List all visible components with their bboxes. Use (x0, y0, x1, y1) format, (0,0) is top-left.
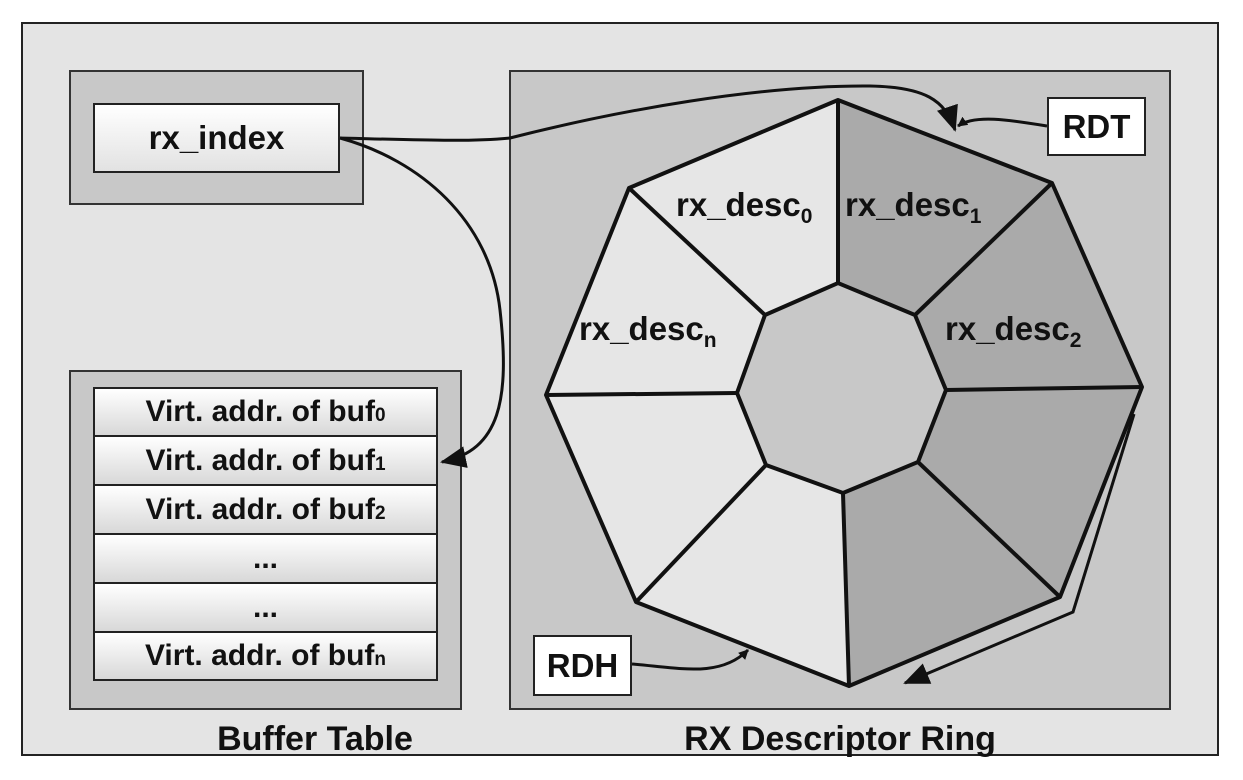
rdh-pointer-arrow (631, 648, 750, 671)
buffer-row-text: ... (252, 541, 278, 575)
buffer-row-sub: 0 (374, 405, 386, 426)
buffer-row-ellipsis-1: ... (93, 534, 438, 583)
spoke (627, 186, 767, 317)
segment-desc-5 (636, 465, 849, 686)
buffer-row-sub: n (374, 649, 387, 670)
ring-spokes (545, 100, 1143, 687)
desc-label-0: rx_desc0 (676, 186, 812, 228)
buffer-table-caption: Buffer Table (217, 720, 413, 758)
rx-index-box: rx_index (93, 103, 340, 173)
buffer-row-sub: 2 (374, 502, 386, 524)
buffer-row-text: Virt. addr. of buf (145, 443, 375, 477)
rdh-label-box: RDH (533, 635, 632, 696)
segment-desc-n (546, 188, 765, 395)
buffer-row-sub: 1 (374, 453, 386, 475)
segment-desc-3 (918, 387, 1142, 597)
desc-label-1: rx_desc1 (845, 186, 982, 228)
index-to-ring-arrow (339, 84, 958, 142)
spoke (841, 492, 851, 687)
rdt-label-box: RDT (1047, 97, 1146, 156)
segment-desc-4 (843, 462, 1060, 686)
desc-label-n: rx_descn (579, 310, 717, 352)
buffer-row-ellipsis-2: ... (93, 583, 438, 632)
spoke (916, 460, 1062, 599)
desc-label-2: rx_desc2 (945, 310, 1081, 352)
rdt-pointer-arrow (957, 116, 1048, 128)
descriptor-ring-caption: RX Descriptor Ring (684, 720, 996, 758)
buffer-row-text: Virt. addr. of buf (145, 492, 375, 526)
ring-direction-arrow (903, 413, 1136, 685)
spoke (945, 385, 1143, 392)
index-to-buffer-arrow (339, 136, 505, 468)
spoke (913, 181, 1054, 317)
segment-desc-2 (915, 183, 1142, 390)
spoke (634, 463, 768, 604)
segment-desc-6 (546, 393, 766, 602)
ring-segments (544, 98, 1144, 688)
buffer-row-text: Virt. addr. of buf (144, 639, 375, 672)
spoke (545, 391, 738, 397)
segment-desc-1 (838, 100, 1052, 315)
buffer-row-text: ... (252, 590, 278, 624)
segment-desc-0 (629, 100, 838, 315)
buffer-row-text: Virt. addr. of buf (145, 395, 375, 428)
